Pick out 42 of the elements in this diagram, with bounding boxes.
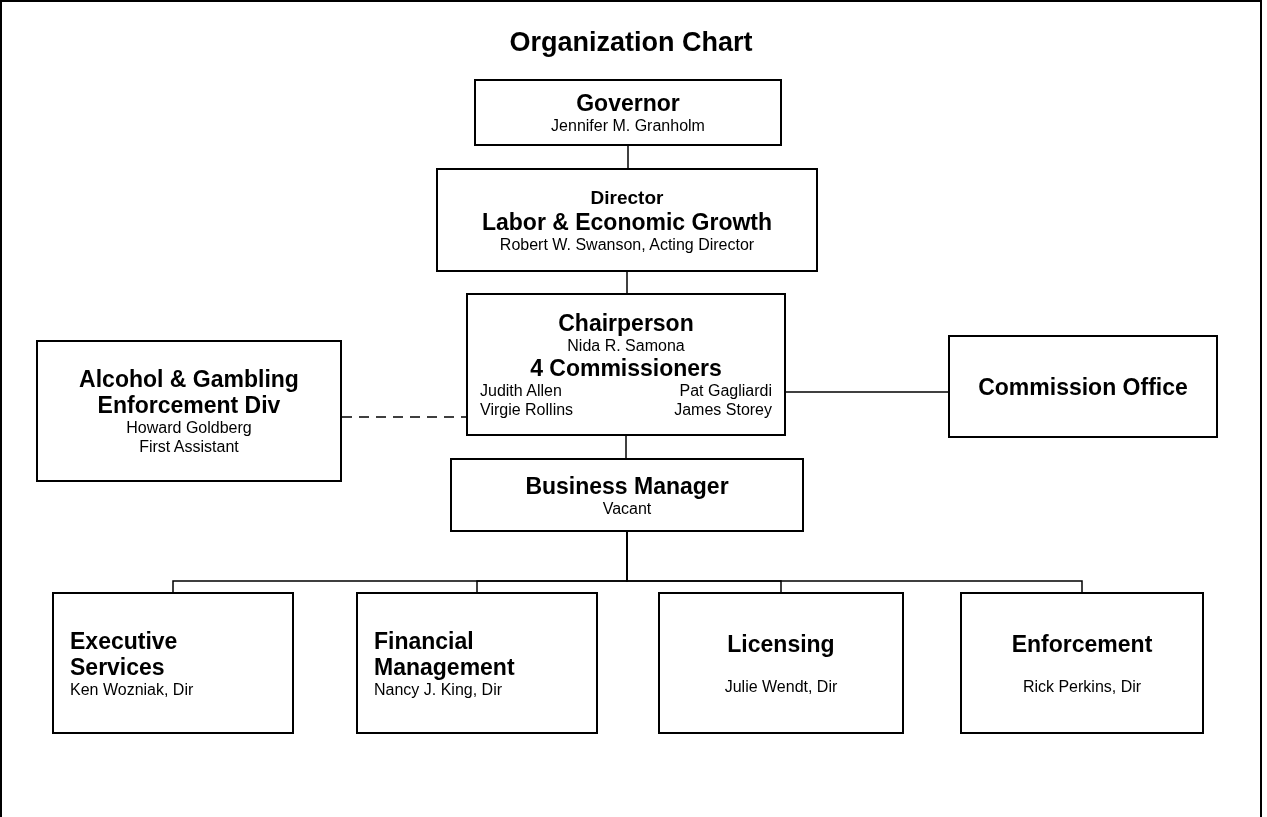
org-box — [436, 168, 818, 272]
person-name: Pat Gagliardi — [678, 381, 772, 400]
connector-line — [627, 145, 629, 169]
box-heading: Licensing — [727, 630, 835, 657]
org-box — [948, 335, 1218, 438]
connector-line — [625, 435, 627, 459]
person-name: Howard Goldberg — [126, 418, 252, 437]
box-heading: 4 Commissioners — [530, 355, 722, 381]
person-name: Rick Perkins, Dir — [1022, 676, 1142, 696]
person-name: Vacant — [602, 499, 652, 518]
box-heading: Executive Services — [70, 627, 179, 680]
box-heading: Labor & Economic Growth — [481, 208, 773, 235]
box-heading: Enforcement — [1011, 630, 1153, 657]
person-name: Jennifer M. Granholm — [551, 116, 705, 135]
connector-line — [626, 271, 628, 294]
connector-line — [341, 416, 467, 418]
box-heading: Financial Management — [374, 627, 516, 680]
person-name: Nida R. Samona — [567, 336, 685, 355]
person-name: Virgie Rollins — [480, 400, 575, 419]
box-heading: Business Manager — [525, 472, 729, 499]
org-box — [36, 340, 342, 482]
org-box — [960, 592, 1204, 734]
box-heading: Commission Office — [978, 373, 1188, 400]
org-box — [356, 592, 598, 734]
connector-line — [785, 391, 949, 393]
org-box — [474, 79, 782, 146]
person-name: Robert W. Swanson, Acting Director — [499, 234, 755, 254]
org-box — [466, 293, 786, 436]
box-heading: Alcohol & Gambling Enforcement Div — [78, 366, 300, 418]
person-name: Nancy J. King, Dir — [374, 680, 503, 699]
box-heading: Director — [590, 186, 664, 209]
chart-title: Organization Chart — [509, 26, 753, 59]
person-name: Julie Wendt, Dir — [724, 676, 838, 696]
org-box — [52, 592, 294, 734]
person-name: Ken Wozniak, Dir — [70, 679, 194, 699]
person-name: James Storey — [673, 400, 772, 419]
person-name: First Assistant — [139, 437, 239, 456]
box-heading: Chairperson — [558, 310, 694, 336]
person-name: Judith Allen — [480, 381, 563, 400]
org-box — [450, 458, 804, 532]
box-heading: Governor — [576, 90, 680, 116]
org-box — [658, 592, 904, 734]
